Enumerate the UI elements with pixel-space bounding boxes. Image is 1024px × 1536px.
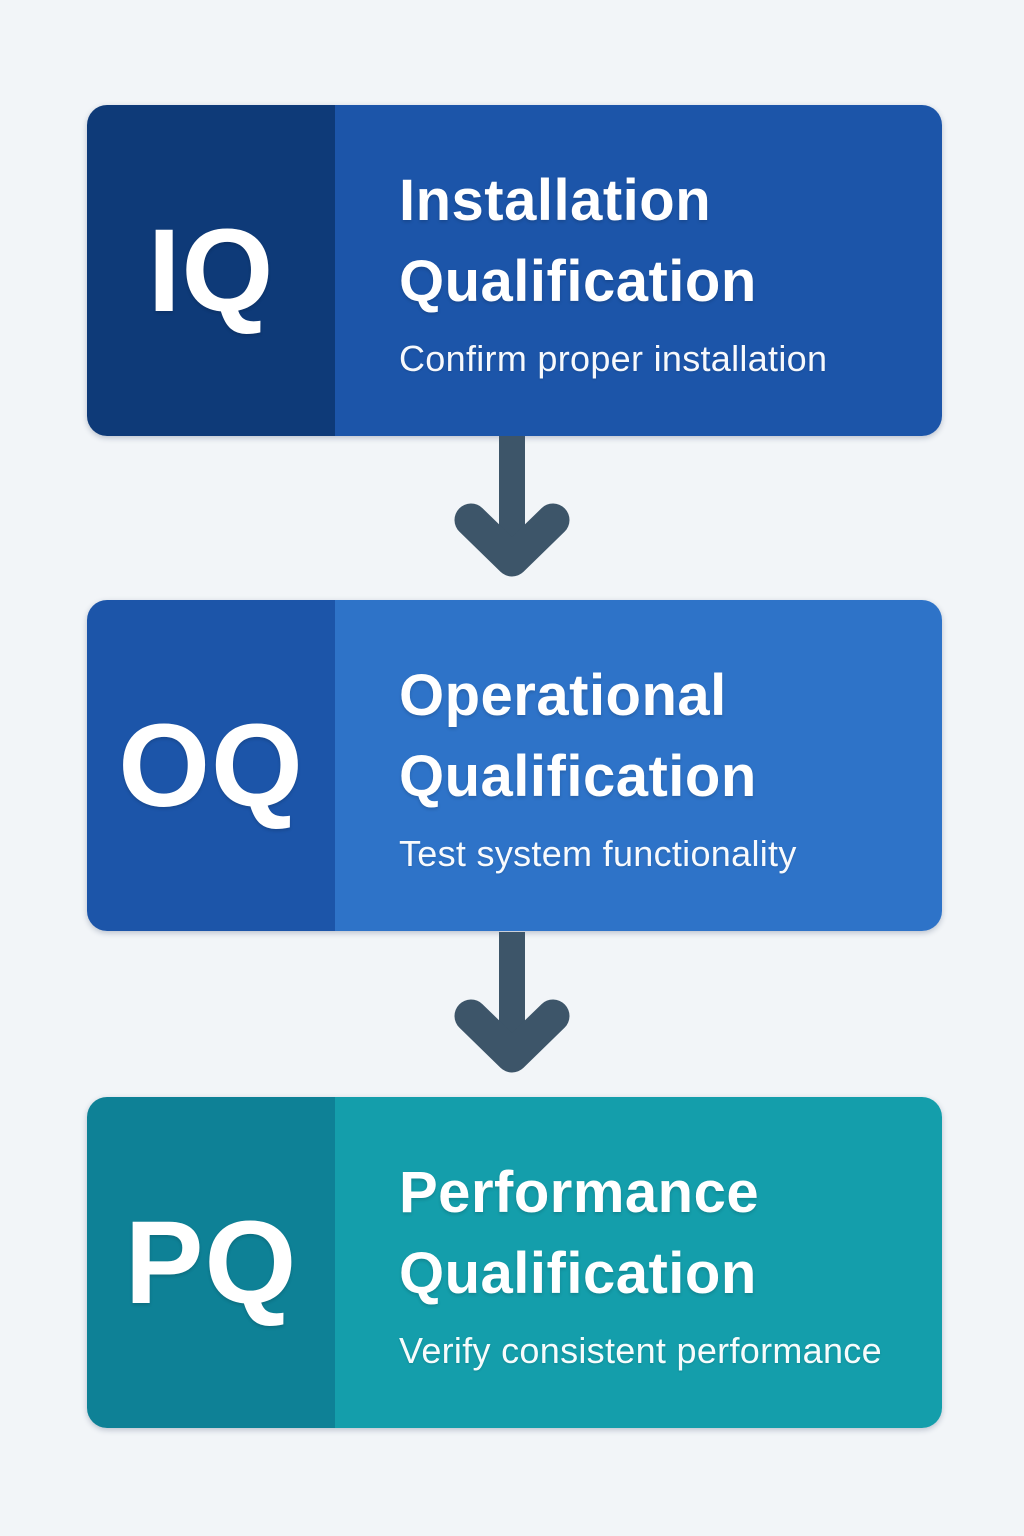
stage-card-pq: PQ Performance Qualification Verify cons…	[87, 1097, 942, 1428]
stage-abbr-panel-oq: OQ	[87, 600, 335, 931]
stage-card-oq: OQ Operational Qualification Test system…	[87, 600, 942, 931]
stage-title-line2: Qualification	[399, 248, 757, 314]
stage-content-oq: Operational Qualification Test system fu…	[335, 600, 942, 931]
stage-title-pq: Performance Qualification	[399, 1153, 922, 1313]
stage-subtitle-pq: Verify consistent performance	[399, 1329, 882, 1371]
stage-abbr-oq: OQ	[118, 699, 304, 832]
stage-title-line1: Operational	[399, 663, 727, 729]
stage-title-iq: Installation Qualification	[399, 161, 922, 321]
stage-abbr-iq: IQ	[147, 204, 275, 337]
stage-title-line1: Installation	[399, 168, 712, 234]
stage-title-line2: Qualification	[399, 1240, 757, 1306]
stage-title-oq: Operational Qualification	[399, 656, 922, 816]
stage-abbr-pq: PQ	[124, 1196, 298, 1329]
stage-title-line1: Performance	[399, 1160, 760, 1226]
down-arrow-icon	[452, 436, 572, 588]
down-arrow-icon	[452, 932, 572, 1084]
stage-abbr-panel-pq: PQ	[87, 1097, 335, 1428]
stage-title-line2: Qualification	[399, 743, 757, 809]
stage-card-iq: IQ Installation Qualification Confirm pr…	[87, 105, 942, 436]
stage-content-iq: Installation Qualification Confirm prope…	[335, 105, 942, 436]
stage-subtitle-iq: Confirm proper installation	[399, 337, 828, 379]
stage-content-pq: Performance Qualification Verify consist…	[335, 1097, 942, 1428]
stage-subtitle-oq: Test system functionality	[399, 832, 797, 874]
stage-abbr-panel-iq: IQ	[87, 105, 335, 436]
